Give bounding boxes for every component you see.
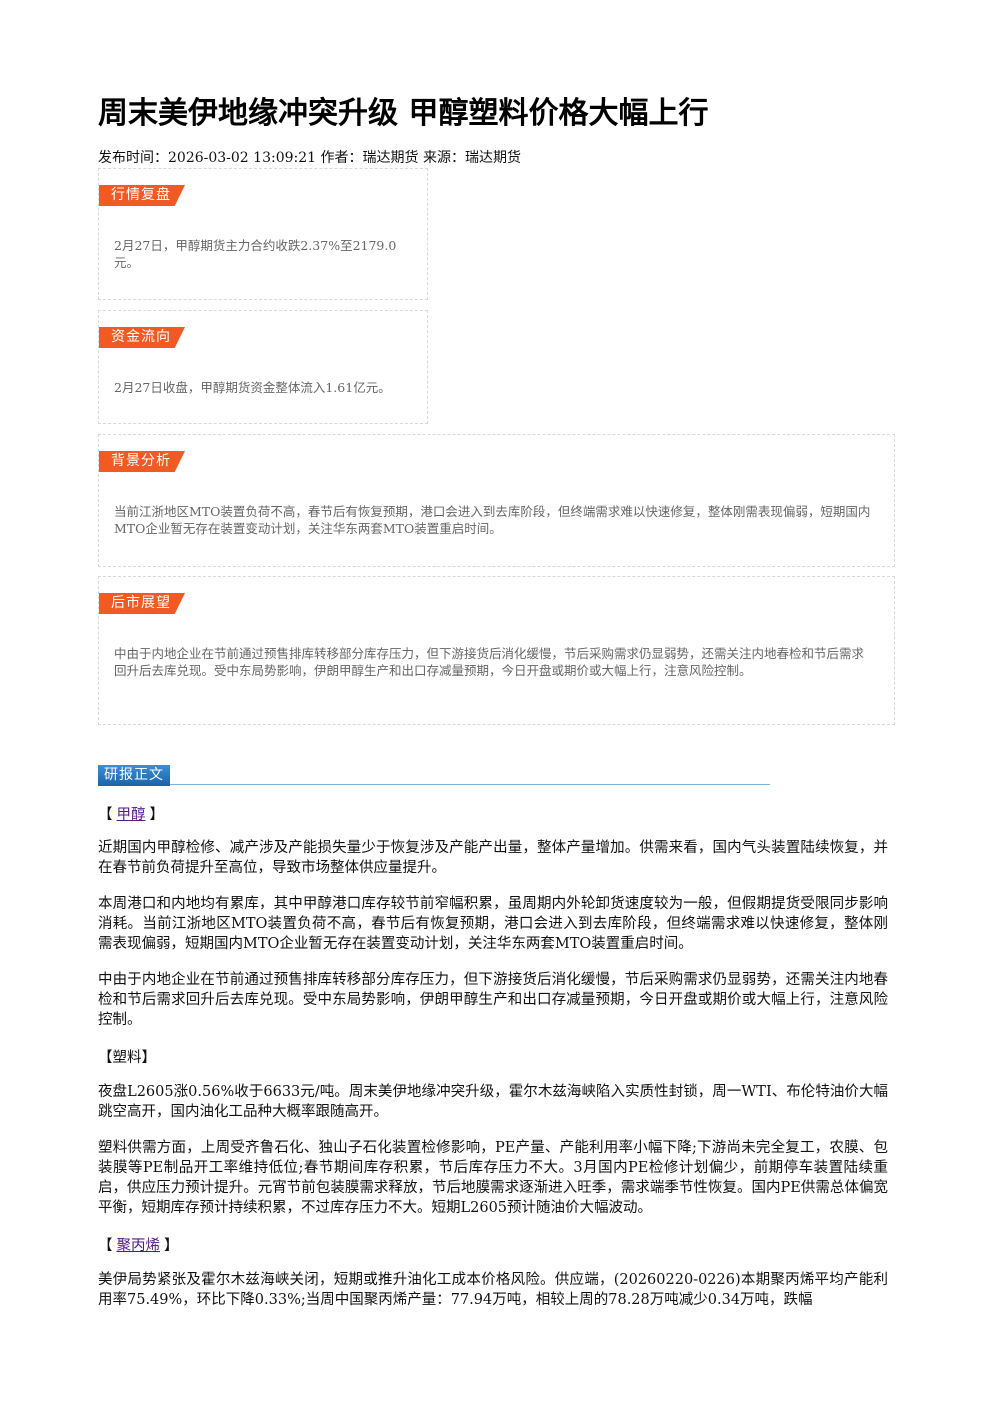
report-divider bbox=[170, 784, 770, 785]
section-label-pp: 【聚丙烯】 bbox=[98, 1234, 179, 1255]
outlook-text: 中由于内地企业在节前通过预售排库转移部分库存压力，但下游接货后消化缓慢，节后采购… bbox=[114, 646, 865, 678]
bracket-close: 】 bbox=[149, 807, 165, 823]
bracket-close: 】 bbox=[164, 1238, 179, 1254]
bracket-open: 【 bbox=[98, 1238, 113, 1254]
background-text: 当前江浙地区MTO装置负荷不高，春节后有恢复预期，港口会进入到去库阶段，但终端需… bbox=[114, 504, 871, 536]
fund-flow-text: 2月27日收盘，甲醇期货资金整体流入1.61亿元。 bbox=[114, 380, 391, 395]
background-tag: 背景分析 bbox=[99, 451, 185, 472]
plastic-paragraph-1: 夜盘L2605涨0.56%收于6633元/吨。周末美伊地缘冲突升级，霍尔木兹海峡… bbox=[98, 1084, 888, 1120]
section-label-methanol: 【甲醇】 bbox=[98, 803, 164, 824]
fund-flow-tag: 资金流向 bbox=[99, 327, 185, 348]
outlook-card: 后市展望 中由于内地企业在节前通过预售排库转移部分库存压力，但下游接货后消化缓慢… bbox=[98, 576, 895, 725]
section-label-plastic: 【塑料】 bbox=[98, 1050, 156, 1066]
outlook-tag: 后市展望 bbox=[99, 593, 185, 614]
bracket-open: 【 bbox=[98, 807, 113, 823]
methanol-paragraph-1: 近期国内甲醇检修、减产涉及产能损失量少于恢复涉及产能产出量，整体产量增加。供需来… bbox=[98, 840, 888, 876]
fund-flow-card: 资金流向 2月27日收盘，甲醇期货资金整体流入1.61亿元。 bbox=[98, 310, 428, 424]
article-title: 周末美伊地缘冲突升级 甲醇塑料价格大幅上行 bbox=[98, 96, 709, 131]
article-meta: 发布时间：2026-03-02 13:09:21 作者：瑞达期货 来源：瑞达期货 bbox=[98, 150, 521, 166]
pp-paragraph-1: 美伊局势紧张及霍尔木兹海峡关闭，短期或推升油化工成本价格风险。供应端，(2026… bbox=[98, 1272, 888, 1308]
background-card: 背景分析 当前江浙地区MTO装置负荷不高，春节后有恢复预期，港口会进入到去库阶段… bbox=[98, 434, 895, 567]
market-review-text: 2月27日，甲醇期货主力合约收跌2.37%至2179.0元。 bbox=[114, 238, 397, 270]
methanol-link[interactable]: 甲醇 bbox=[116, 807, 146, 823]
plastic-paragraph-2: 塑料供需方面，上周受齐鲁石化、独山子石化装置检修影响，PE产量、产能利用率小幅下… bbox=[98, 1140, 888, 1216]
market-review-tag: 行情复盘 bbox=[99, 185, 185, 206]
methanol-paragraph-3: 中由于内地企业在节前通过预售排库转移部分库存压力，但下游接货后消化缓慢，节后采购… bbox=[98, 972, 888, 1028]
methanol-paragraph-2: 本周港口和内地均有累库，其中甲醇港口库存较节前窄幅积累，虽周期内外轮卸货速度较为… bbox=[98, 896, 888, 952]
pp-link[interactable]: 聚丙烯 bbox=[116, 1238, 161, 1254]
report-tag: 研报正文 bbox=[98, 765, 170, 786]
market-review-card: 行情复盘 2月27日，甲醇期货主力合约收跌2.37%至2179.0元。 bbox=[98, 168, 428, 300]
